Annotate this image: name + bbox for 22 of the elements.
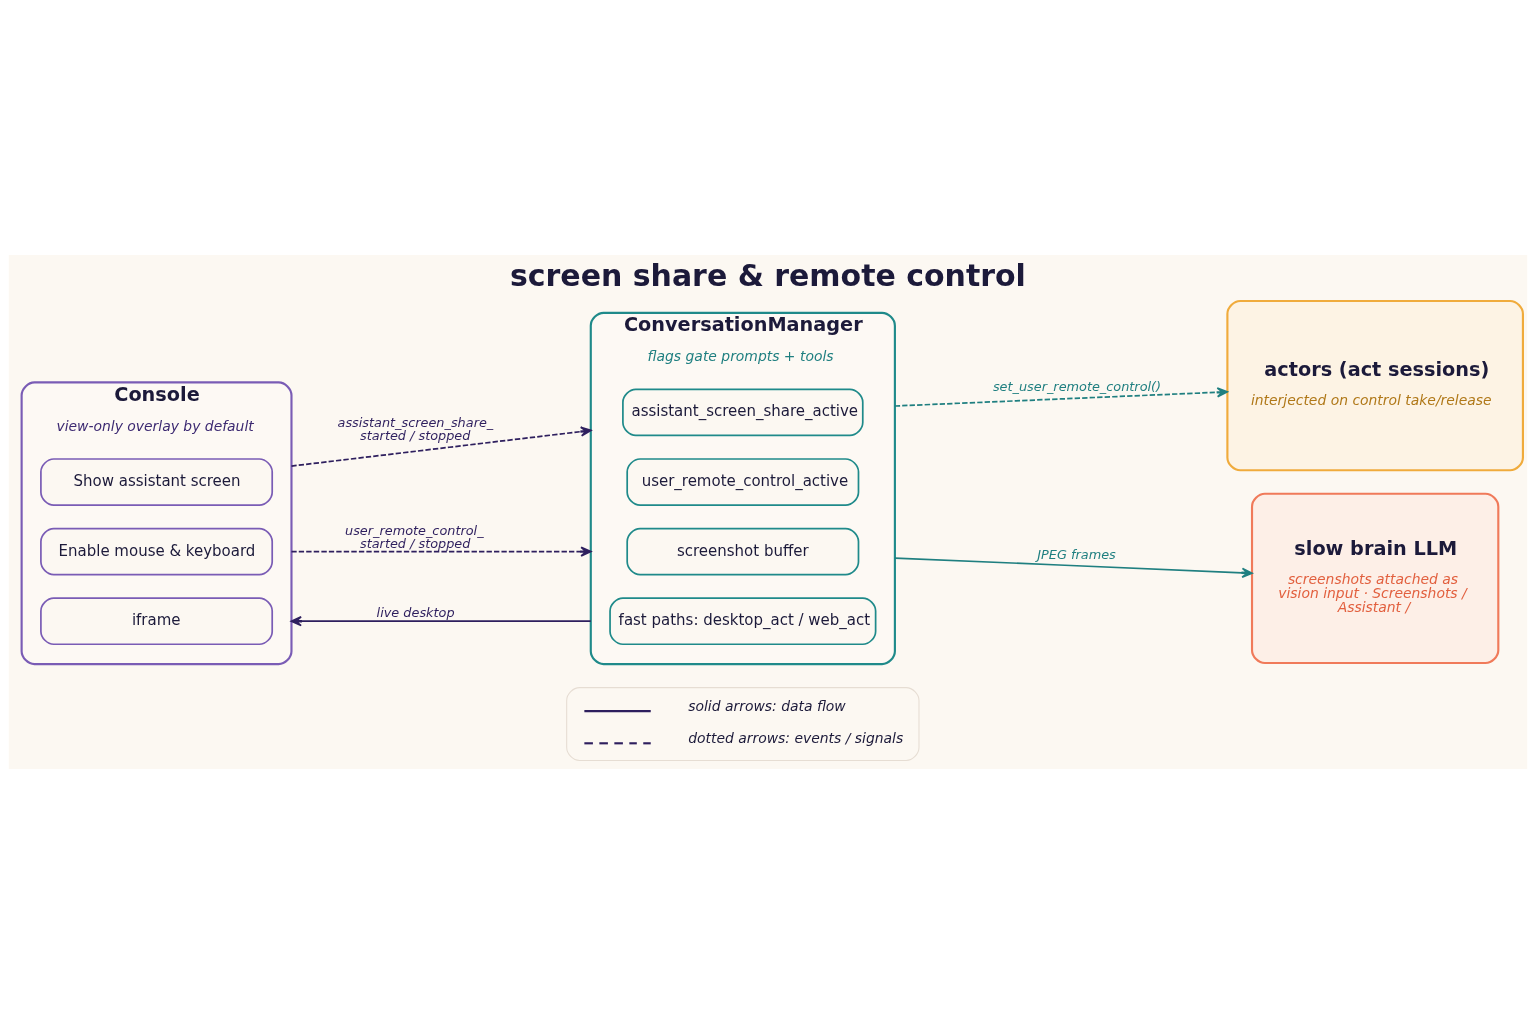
edge-label: JPEG frames <box>1037 546 1116 562</box>
node-box: screenshot buffer <box>626 527 860 576</box>
legend-label: solid arrows: data flow <box>688 697 846 714</box>
node-box: fast paths: desktop_act / web_act <box>609 597 877 646</box>
arrow <box>290 546 592 557</box>
node-box: slow brain LLM screenshots attached as vision input · Screenshots / Assistant / <box>1250 492 1500 665</box>
arrow <box>290 616 592 627</box>
edge-label: user_remote_control_ started / stopped <box>345 523 484 551</box>
arrow <box>894 387 1228 407</box>
node-box: user_remote_control_active <box>626 458 860 506</box>
node-box: assistant_screen_share_active <box>622 388 864 437</box>
node-box: Enable mouse & keyboard <box>40 527 274 576</box>
edge-label: set_user_remote_control() <box>992 378 1162 394</box>
arrow <box>894 557 1253 578</box>
edge-label: assistant_screen_share_ started / stopped <box>337 414 494 443</box>
node-box: actors (act sessions) interjected on control take/release <box>1226 300 1524 472</box>
edge-label: live desktop <box>376 604 455 620</box>
node-box: iframe <box>40 597 274 646</box>
node-box: Show assistant screen <box>40 458 274 506</box>
diagram-title: screen share & remote control <box>509 258 1026 294</box>
arrow <box>290 426 592 467</box>
legend-label: dotted arrows: events / signals <box>688 729 904 746</box>
